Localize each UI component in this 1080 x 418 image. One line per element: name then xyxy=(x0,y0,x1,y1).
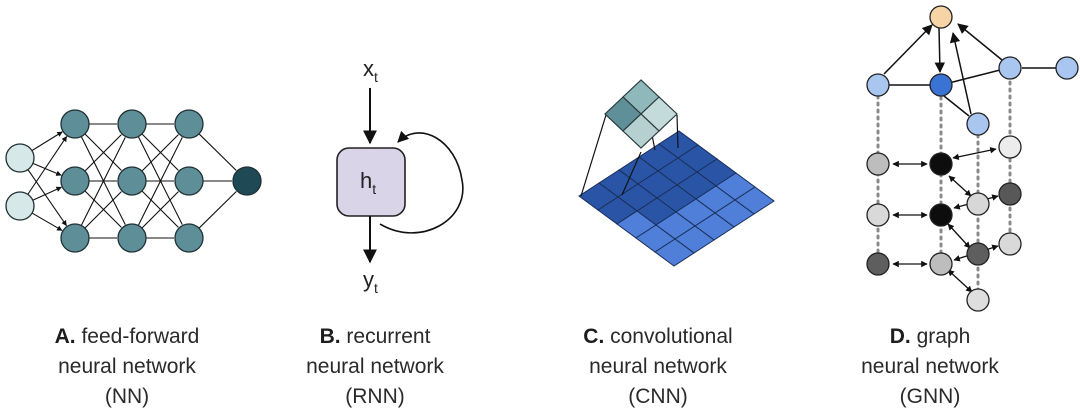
gnn-top-node xyxy=(1055,56,1079,80)
gnn-layer-node xyxy=(966,192,990,216)
cnn-input-grid xyxy=(578,130,775,267)
gnn-layer-node xyxy=(998,182,1022,206)
ffnn-edge xyxy=(198,191,237,229)
ffnn-input-node xyxy=(5,191,35,221)
cnn-filter-cell xyxy=(622,113,660,149)
cnn-filter-grid xyxy=(604,79,678,149)
ffnn-edge xyxy=(32,162,62,176)
ffnn-edges xyxy=(27,123,237,239)
gnn-layer-node xyxy=(966,288,990,312)
gnn-top-edges xyxy=(878,23,1058,117)
gnn-layer-node xyxy=(866,252,890,276)
ffnn-edge xyxy=(31,131,63,152)
gnn-layer-edges xyxy=(892,147,999,293)
rnn-output-label: yt xyxy=(363,267,378,296)
ffnn-hidden-node xyxy=(174,109,204,139)
ffnn-edge xyxy=(198,133,237,171)
ffnn-hidden-node xyxy=(117,109,147,139)
gnn-top-node xyxy=(929,73,953,97)
gnn-layer-node xyxy=(998,135,1022,159)
ffnn-hidden-node xyxy=(117,223,147,253)
ffnn-input-node xyxy=(5,143,35,173)
ffnn-nodes xyxy=(5,109,262,253)
gnn-target-node xyxy=(929,5,953,29)
ffnn-hidden-node xyxy=(117,166,147,196)
ffnn-edge xyxy=(84,134,122,172)
caption-cnn: C. convolutional neural network (CNN) xyxy=(583,325,733,408)
gnn-layer-node xyxy=(929,252,953,276)
caption-ffnn: A. feed-forward neural network (NN) xyxy=(54,325,200,408)
ffnn-edge xyxy=(27,136,68,195)
gnn-layer-node xyxy=(929,203,953,227)
ffnn-hidden-node xyxy=(60,166,90,196)
gnn-diagram xyxy=(866,5,1079,312)
ffnn-output-node xyxy=(232,166,262,196)
gnn-top-node xyxy=(998,56,1022,80)
gnn-layer-node xyxy=(966,242,990,266)
caption-rnn: B. recurrent neural network (RNN) xyxy=(306,325,444,408)
caption-gnn: D. graph neural network (GNN) xyxy=(861,325,999,408)
gnn-top-node xyxy=(966,112,990,136)
ffnn-edge xyxy=(31,212,63,231)
ffnn-edge xyxy=(141,134,179,172)
rnn-diagram: xt ht yt xyxy=(336,56,464,296)
rnn-input-label: xt xyxy=(363,56,378,85)
cnn-input-cell xyxy=(654,238,695,267)
rnn-recurrent-loop xyxy=(379,130,464,234)
ffnn-edge xyxy=(137,137,183,226)
gnn-layer-node xyxy=(929,152,953,176)
ffnn-hidden-node xyxy=(174,223,204,253)
ffnn-hidden-node xyxy=(60,109,90,139)
ffnn-edge xyxy=(32,186,62,201)
ffnn-hidden-node xyxy=(60,223,90,253)
rnn-hidden-label: ht xyxy=(360,168,376,197)
gnn-layer-node xyxy=(998,232,1022,256)
cnn-diagram xyxy=(578,79,775,267)
ffnn-hidden-node xyxy=(174,166,204,196)
ffnn-edge xyxy=(141,191,179,229)
gnn-nodes xyxy=(866,5,1079,312)
gnn-layer-node xyxy=(866,203,890,227)
gnn-layer-node xyxy=(866,152,890,176)
ffnn-diagram xyxy=(5,109,262,253)
ffnn-edge xyxy=(80,137,126,226)
ffnn-edge xyxy=(27,169,67,227)
gnn-top-node xyxy=(866,73,890,97)
ffnn-edge xyxy=(84,191,122,229)
